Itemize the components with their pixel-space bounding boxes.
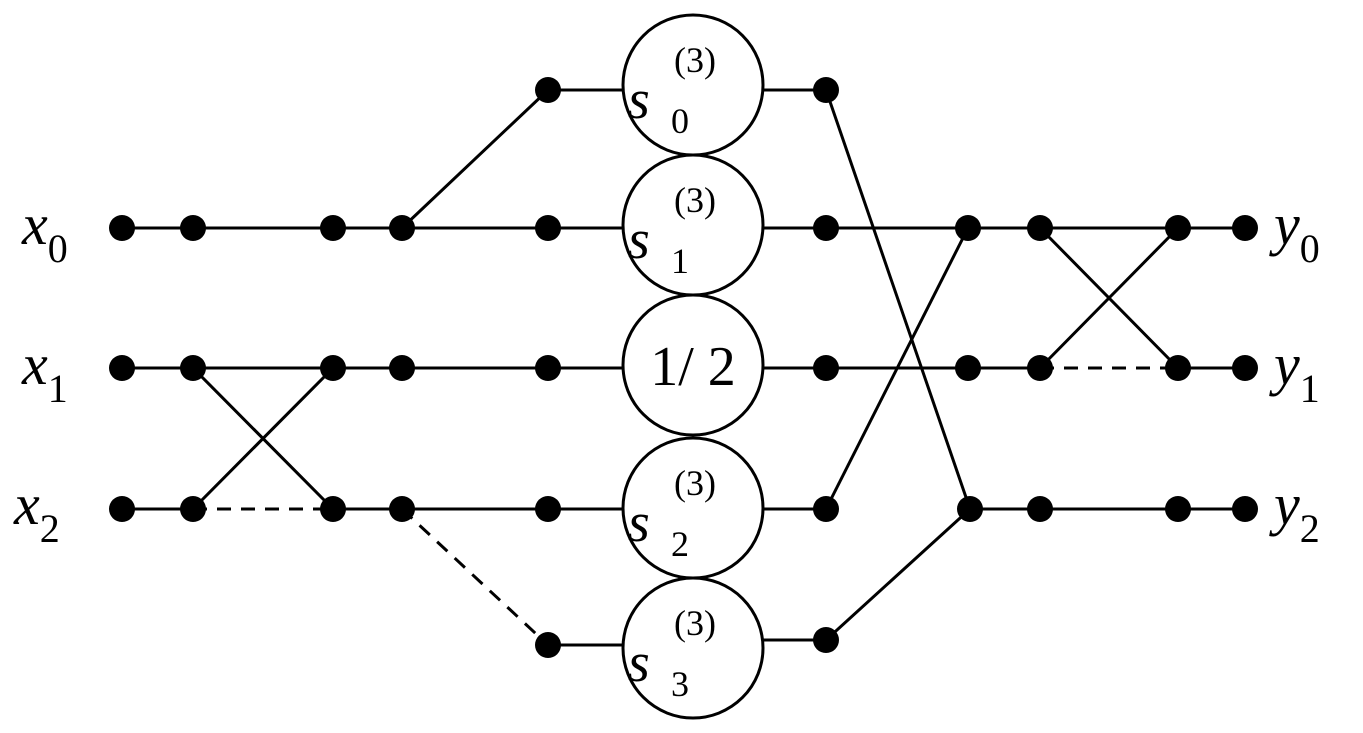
- node: [535, 215, 561, 241]
- node: [813, 355, 839, 381]
- svg-text:s: s: [628, 492, 650, 554]
- svg-text:(3): (3): [674, 463, 716, 503]
- wire: [824, 507, 972, 642]
- block-s1: s (3) 1: [621, 153, 765, 297]
- node: [180, 355, 206, 381]
- svg-text:2: 2: [671, 524, 689, 564]
- node: [320, 496, 346, 522]
- block-s2: s (3) 2: [621, 436, 765, 580]
- input-label-x2: x2: [13, 472, 60, 551]
- node: [1165, 355, 1191, 381]
- svg-text:(3): (3): [674, 180, 716, 220]
- node: [535, 355, 561, 381]
- node: [389, 496, 415, 522]
- node: [1027, 355, 1053, 381]
- node: [180, 215, 206, 241]
- output-label-y0: y0: [1269, 192, 1320, 271]
- node: [813, 77, 839, 103]
- input-label-x1: x1: [21, 332, 68, 411]
- node: [1165, 215, 1191, 241]
- output-labels: y0 y1 y2: [1269, 192, 1320, 551]
- input-labels: x0 x1 x2: [13, 192, 68, 551]
- node: [813, 627, 839, 653]
- svg-text:(3): (3): [674, 603, 716, 643]
- block-half: 1/ 2: [621, 293, 765, 437]
- wire: [191, 366, 335, 511]
- node: [955, 215, 981, 241]
- svg-text:s: s: [628, 209, 650, 271]
- wire: [400, 88, 550, 230]
- dashed-wire: [400, 507, 550, 647]
- node: [1027, 215, 1053, 241]
- svg-text:0: 0: [671, 101, 689, 141]
- node: [1165, 496, 1191, 522]
- wire: [824, 89, 972, 510]
- output-label-y2: y2: [1269, 472, 1320, 551]
- node: [1232, 496, 1258, 522]
- node: [535, 632, 561, 658]
- svg-text:s: s: [628, 632, 650, 694]
- node: [955, 355, 981, 381]
- node: [320, 215, 346, 241]
- svg-text:1/ 2: 1/ 2: [650, 336, 736, 398]
- node: [813, 215, 839, 241]
- node: [109, 355, 135, 381]
- node: [1027, 496, 1053, 522]
- node: [1232, 355, 1258, 381]
- node: [535, 496, 561, 522]
- node: [1232, 215, 1258, 241]
- node: [389, 215, 415, 241]
- svg-text:(3): (3): [674, 40, 716, 80]
- blocks: s (3) 0 s (3) 1 1/ 2 s (3) 2 s (3) 3: [621, 13, 765, 720]
- node: [180, 496, 206, 522]
- nodes: [109, 77, 1258, 658]
- svg-text:s: s: [628, 69, 650, 131]
- input-label-x0: x0: [21, 192, 68, 271]
- output-label-y1: y1: [1269, 332, 1320, 411]
- svg-text:1: 1: [671, 241, 689, 281]
- svg-text:3: 3: [671, 664, 689, 704]
- node: [957, 496, 983, 522]
- node: [320, 355, 346, 381]
- block-s0: s (3) 0: [621, 13, 765, 157]
- node: [109, 215, 135, 241]
- node: [535, 77, 561, 103]
- node: [389, 355, 415, 381]
- node: [813, 496, 839, 522]
- node: [109, 496, 135, 522]
- wire: [1038, 226, 1180, 370]
- block-s3: s (3) 3: [621, 576, 765, 720]
- wire: [824, 227, 970, 510]
